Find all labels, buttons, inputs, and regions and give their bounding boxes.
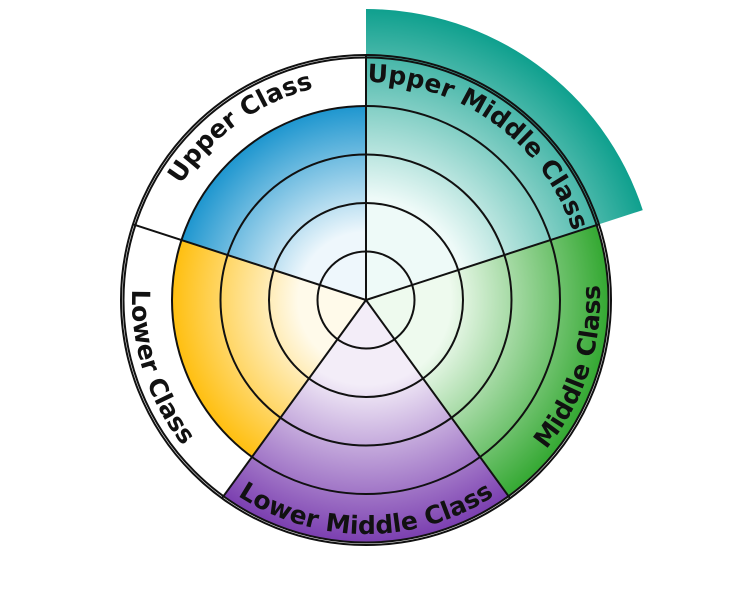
segment-upper-middle-class-fill bbox=[366, 9, 643, 300]
segment-lower-middle-class-fill bbox=[223, 300, 509, 543]
segment-middle-class-fill bbox=[366, 225, 609, 497]
radial-grid bbox=[120, 54, 612, 546]
spoke-4 bbox=[221, 299, 367, 499]
segment-upper-class-fill bbox=[181, 105, 366, 300]
spoke-5 bbox=[132, 223, 367, 301]
spoke-2 bbox=[365, 223, 600, 301]
spoke-3 bbox=[365, 299, 511, 499]
